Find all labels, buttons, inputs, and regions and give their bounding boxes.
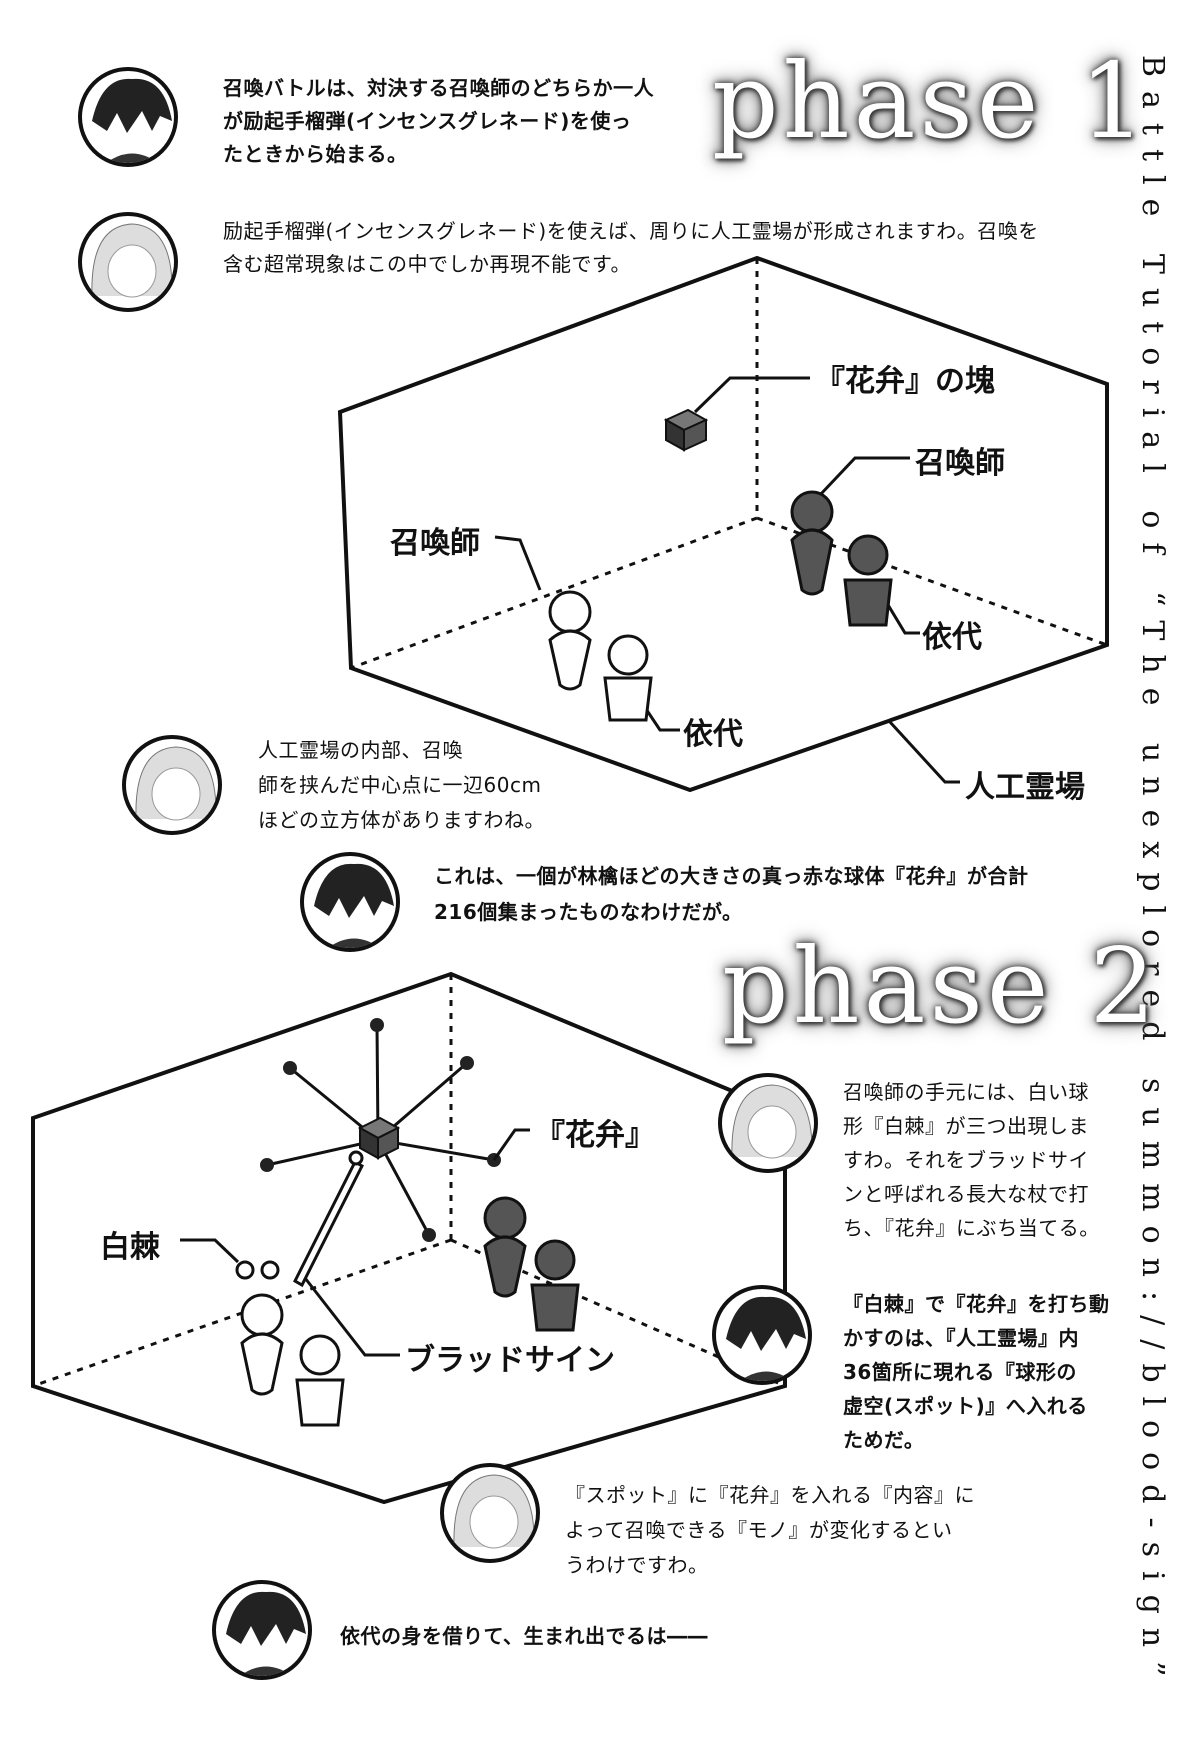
label-petal: 『花弁』 — [535, 1118, 655, 1153]
dialogue-boy-1: 召喚バトルは、対決する召喚師のどちらか一人 が励起手榴弾(インセンスグレネード)… — [223, 72, 654, 171]
vessel-dark-icon-2 — [530, 1239, 580, 1332]
dialogue-line: 虚空(スポット)』へ入れる — [843, 1394, 1088, 1418]
label-summoner-right: 召喚師 — [915, 446, 1005, 481]
dialogue-girl-1: 励起手榴弾(インセンスグレネード)を使えば、周りに人工霊場が形成されますわ。召喚… — [223, 215, 1039, 281]
avatar-boy — [78, 67, 178, 167]
dialogue-line: ち、『花弁』にぶち当てる。 — [843, 1216, 1100, 1240]
field-hexagon-2-hidden-edges — [32, 974, 786, 1388]
dialogue-boy-2: これは、一個が林檎ほどの大きさの真っ赤な球体『花弁』が合計 216個集まったもの… — [434, 858, 1029, 930]
dialogue-line: 励起手榴弾(インセンスグレネード)を使えば、周りに人工霊場が形成されますわ。召喚… — [223, 219, 1039, 243]
dialogue-line: ほどの立方体がありますわね。 — [258, 808, 545, 832]
dialogue-line: が励起手榴弾(インセンスグレネード)を使っ — [223, 109, 632, 133]
avatar-boy — [300, 852, 400, 952]
dialogue-line: 人工霊場の内部、召喚 — [258, 738, 463, 762]
side-title: Battle Tutorial of “The unexplored summo… — [1135, 55, 1170, 1691]
dialogue-line: これは、一個が林檎ほどの大きさの真っ赤な球体『花弁』が合計 — [434, 864, 1029, 888]
dialogue-line: 形『白棘』が三つ出現しま — [843, 1114, 1089, 1138]
avatar-girl — [122, 735, 222, 835]
dialogue-line: 師を挟んだ中心点に一辺60cm — [258, 773, 542, 797]
dialogue-boy-3: 『白棘』で『花弁』を打ち動 かすのは、『人工霊場』内 36箇所に現れる『球形の … — [843, 1287, 1110, 1457]
summoner-white-icon-2 — [240, 1293, 284, 1396]
label-petal-block: 『花弁』の塊 — [815, 364, 995, 399]
white-thorn-balls — [235, 1260, 280, 1280]
dialogue-line: たときから始まる。 — [223, 142, 408, 166]
avatar-girl — [440, 1463, 540, 1563]
label-white-thorn: 白棘 — [100, 1230, 160, 1265]
label-blood-sign: ブラッドサイン — [405, 1343, 615, 1378]
dialogue-girl-3: 召喚師の手元には、白い球 形『白棘』が三つ出現しま すわ。それをブラッドサイ ン… — [843, 1075, 1100, 1245]
vessel-white-icon-2 — [295, 1334, 345, 1427]
avatar-girl — [718, 1073, 818, 1173]
petal-cube-icon-2 — [357, 1116, 401, 1160]
summoner-dark-icon-2 — [483, 1196, 527, 1298]
dialogue-line: うわけですわ。 — [565, 1553, 709, 1577]
petal-dots — [260, 1018, 501, 1242]
vessel-dark-icon — [843, 534, 893, 627]
dialogue-line: 召喚バトルは、対決する召喚師のどちらか一人 — [223, 76, 655, 100]
petal-cube-icon — [663, 408, 709, 452]
leader-lines-2 — [180, 1128, 530, 1357]
field-hexagon-1 — [337, 255, 1109, 793]
dialogue-line: 召喚師の手元には、白い球 — [843, 1080, 1089, 1104]
dialogue-line: かすのは、『人工霊場』内 — [843, 1326, 1079, 1350]
label-summoner-left: 召喚師 — [390, 526, 480, 561]
dialogue-line: ンと呼ばれる長大な杖で打 — [843, 1182, 1089, 1206]
avatar-boy — [212, 1580, 312, 1680]
dialogue-line: 36箇所に現れる『球形の — [843, 1360, 1077, 1384]
dialogue-line: 含む超常現象はこの中でしか再現不能です。 — [223, 252, 631, 276]
dialogue-girl-4: 『スポット』に『花弁』を入れる『内容』に よって召喚できる『モノ』が変化するとい… — [565, 1478, 975, 1583]
dialogue-boy-4: 依代の身を借りて、生まれ出でるは―― — [340, 1620, 708, 1653]
summoner-white-icon — [548, 590, 592, 691]
vessel-white-icon — [603, 634, 653, 722]
summoner-dark-icon — [790, 490, 834, 596]
phase-2-heading: phase 2 — [722, 925, 1160, 1047]
phase-1-heading: phase 1 — [712, 40, 1150, 162]
label-vessel-left: 依代 — [683, 717, 743, 752]
dialogue-line: すわ。それをブラッドサイ — [843, 1148, 1089, 1172]
avatar-boy — [712, 1285, 812, 1385]
label-vessel-right: 依代 — [922, 620, 982, 655]
dialogue-line: ためだ。 — [843, 1428, 925, 1452]
label-field: 人工霊場 — [965, 770, 1085, 805]
blood-sign-staff-icon — [293, 1150, 364, 1288]
field-hexagon-1-hidden-edges — [350, 258, 1108, 670]
avatar-girl — [78, 212, 178, 312]
dialogue-line: 『スポット』に『花弁』を入れる『内容』に — [565, 1483, 975, 1507]
dialogue-line: 依代の身を借りて、生まれ出でるは―― — [340, 1624, 708, 1648]
dialogue-line: 『白棘』で『花弁』を打ち動 — [843, 1292, 1110, 1316]
dialogue-line: 216個集まったものなわけだが。 — [434, 900, 743, 924]
dialogue-girl-2: 人工霊場の内部、召喚 師を挟んだ中心点に一辺60cm ほどの立方体がありますわね… — [258, 733, 545, 838]
dialogue-line: よって召喚できる『モノ』が変化するとい — [565, 1518, 953, 1542]
